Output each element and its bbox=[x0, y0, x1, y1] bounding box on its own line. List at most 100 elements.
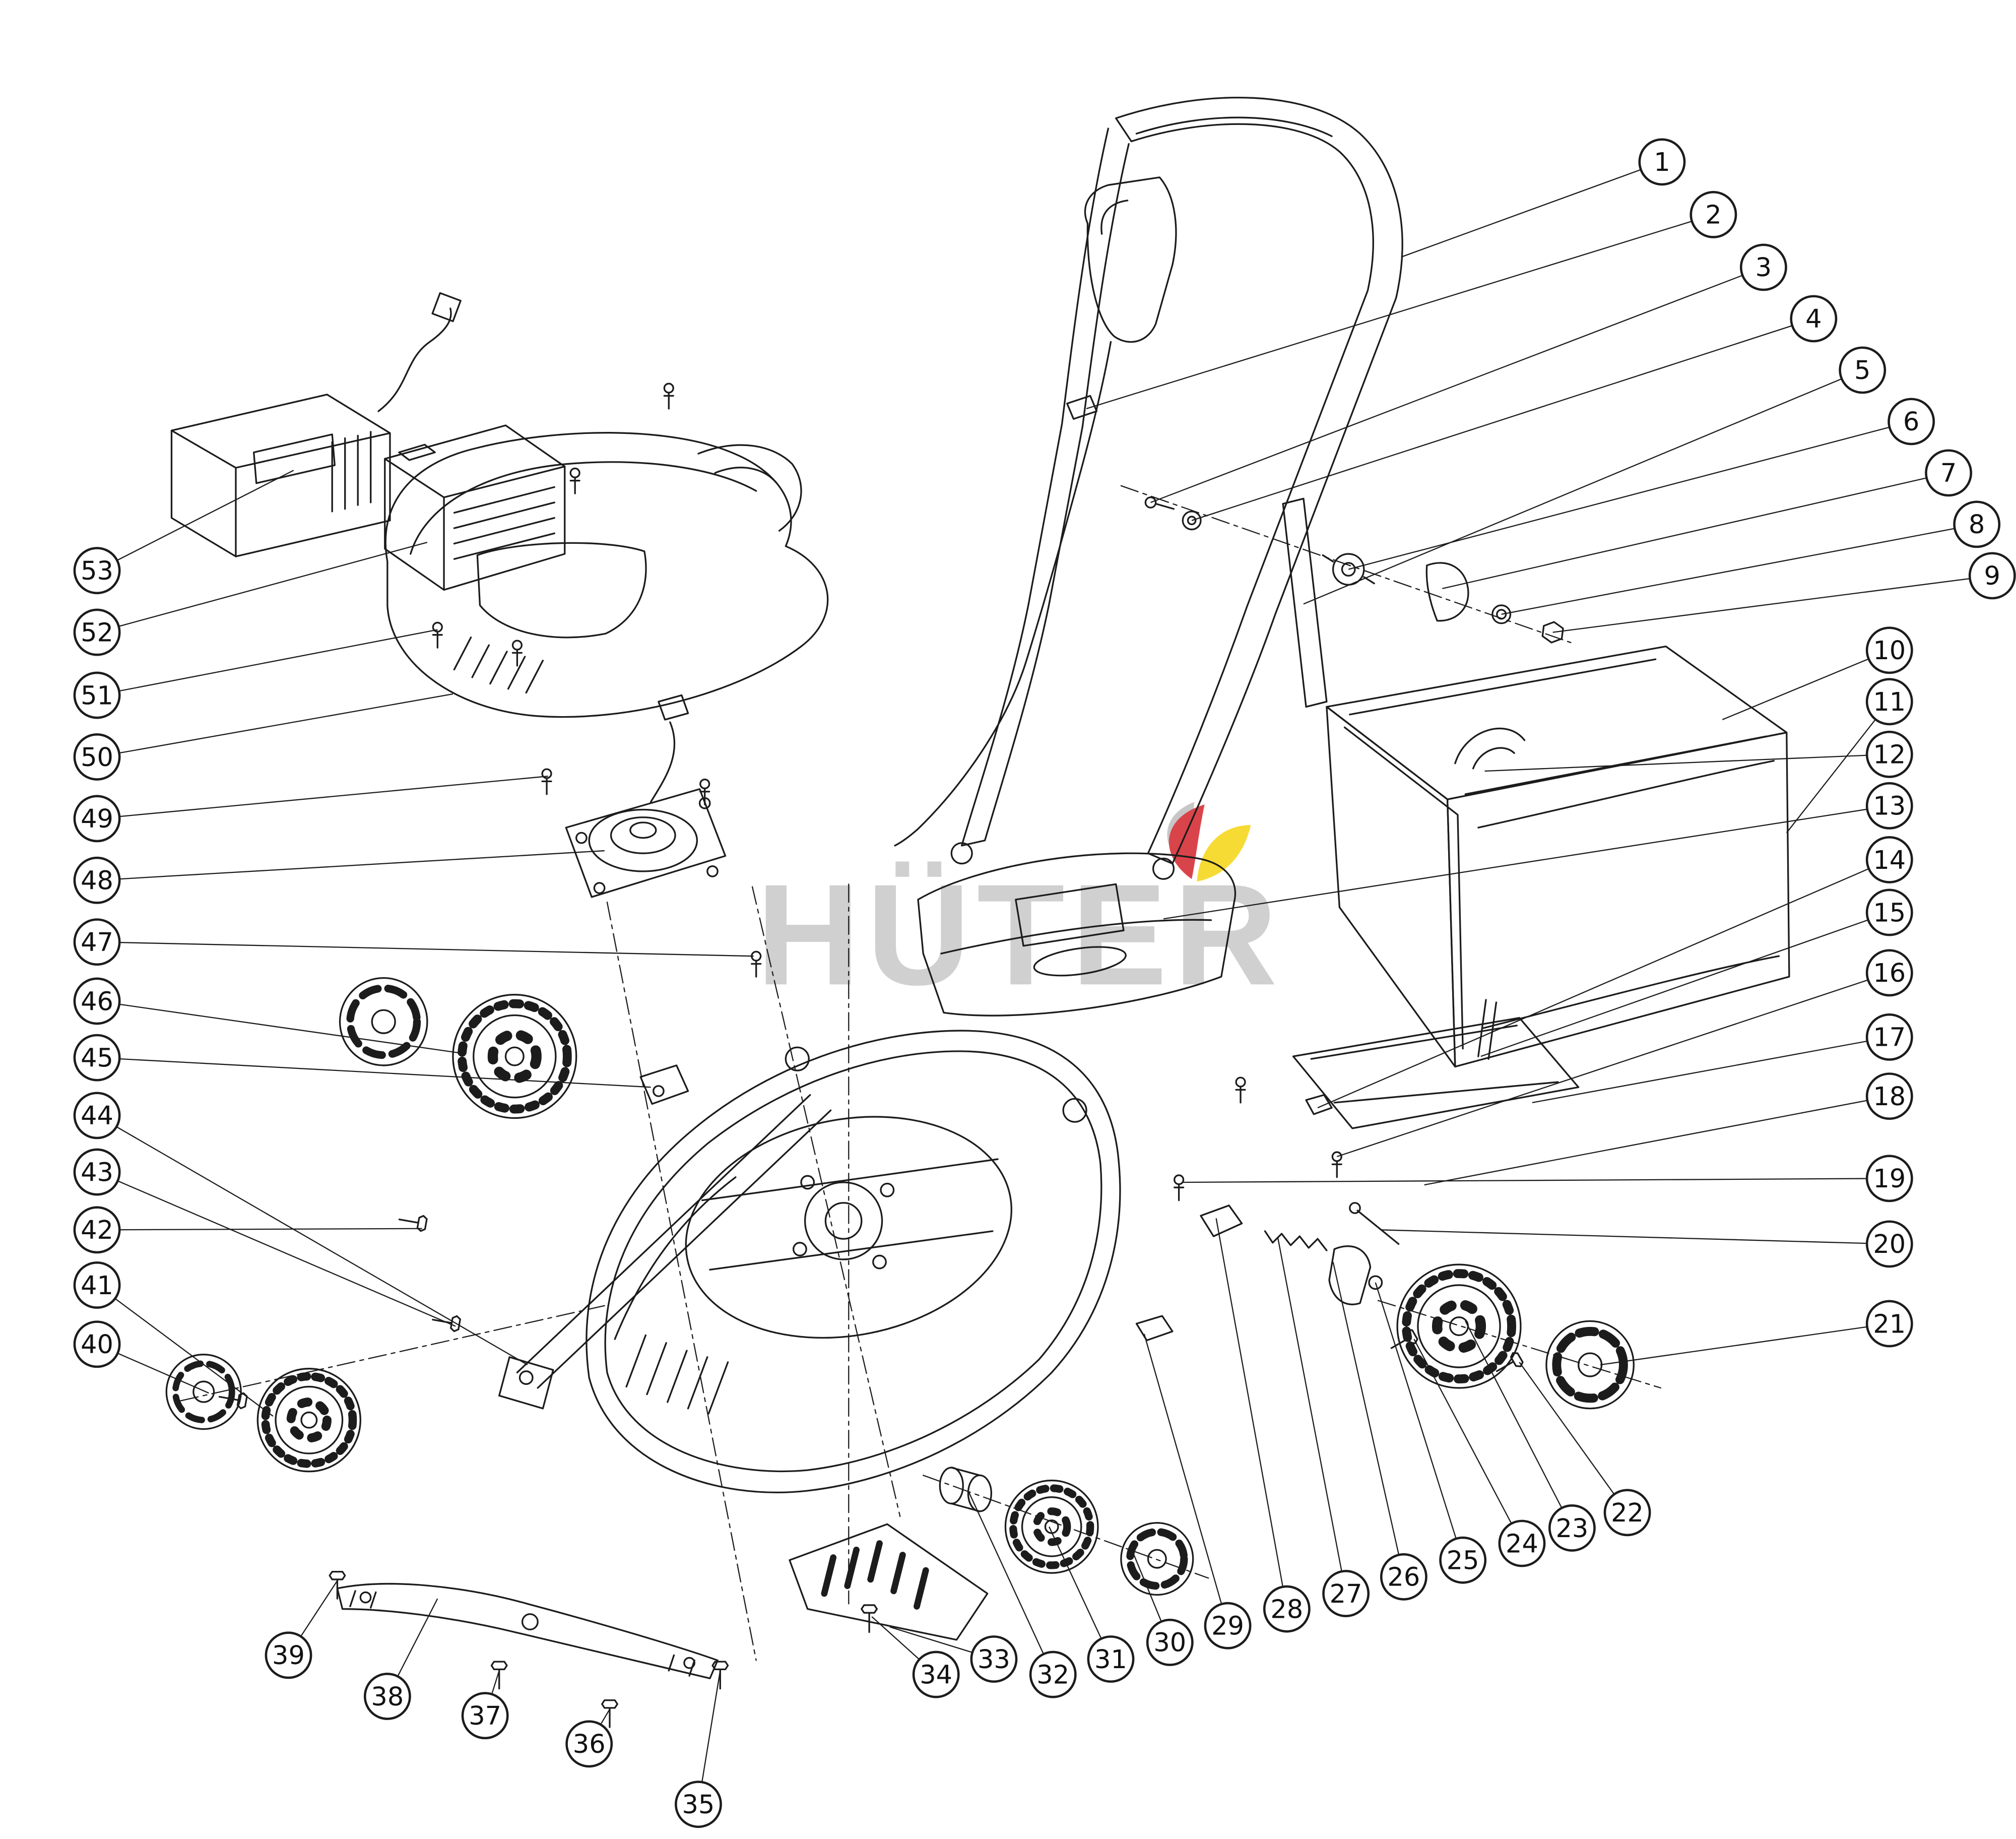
callout-balloon bbox=[1865, 1013, 1913, 1061]
leader-line-41 bbox=[96, 1285, 274, 1417]
callout-number: 53 bbox=[81, 556, 113, 586]
leader-line-10 bbox=[1722, 650, 1890, 721]
callout-51: 51 bbox=[73, 671, 121, 719]
leader-line-2 bbox=[1086, 214, 1714, 409]
leader-line-4 bbox=[1191, 318, 1814, 521]
callout-31: 31 bbox=[1087, 1635, 1135, 1683]
hub-wheel-bottom bbox=[1120, 1522, 1194, 1596]
callout-balloon bbox=[73, 1261, 121, 1309]
callout-balloon bbox=[73, 1320, 121, 1368]
blade-clutch bbox=[565, 694, 727, 898]
callout-number: 6 bbox=[1903, 407, 1919, 437]
callout-number: 36 bbox=[573, 1730, 606, 1759]
leader-line-53 bbox=[97, 470, 294, 572]
callout-balloon bbox=[1968, 552, 2016, 600]
callout-18: 18 bbox=[1865, 1072, 1913, 1120]
callout-balloon bbox=[1865, 1220, 1913, 1268]
callout-number: 26 bbox=[1387, 1563, 1420, 1593]
callout-2: 2 bbox=[1689, 191, 1737, 238]
height-adjuster bbox=[1135, 1202, 1400, 1342]
leader-line-8 bbox=[1501, 524, 1977, 615]
leader-line-17 bbox=[1532, 1036, 1890, 1103]
callout-layer: 1234567891011121314151617181920212223242… bbox=[73, 138, 2016, 1828]
callout-balloon bbox=[1380, 1553, 1427, 1601]
callout-balloon bbox=[73, 918, 121, 966]
callout-8: 8 bbox=[1953, 500, 2001, 548]
callout-balloon bbox=[73, 1206, 121, 1254]
callout-40: 40 bbox=[73, 1320, 121, 1368]
callout-balloon bbox=[1689, 191, 1737, 238]
callout-number: 37 bbox=[469, 1701, 501, 1731]
callout-number: 47 bbox=[81, 928, 113, 958]
callout-number: 15 bbox=[1873, 898, 1906, 928]
callout-balloon bbox=[73, 547, 121, 595]
callout-15: 15 bbox=[1865, 889, 1913, 936]
leader-line-52 bbox=[97, 541, 428, 633]
callout-balloon bbox=[1865, 626, 1913, 674]
leader-line-27 bbox=[1277, 1237, 1347, 1594]
callout-number: 34 bbox=[920, 1660, 952, 1690]
callout-number: 32 bbox=[1036, 1660, 1069, 1690]
callout-24: 24 bbox=[1498, 1519, 1546, 1567]
callout-balloon bbox=[73, 856, 121, 904]
callout-balloon bbox=[970, 1635, 1018, 1683]
callout-13: 13 bbox=[1865, 782, 1913, 830]
grass-bag bbox=[1326, 645, 1790, 1068]
leader-line-43 bbox=[97, 1171, 456, 1327]
leader-line-7 bbox=[1442, 472, 1949, 590]
callout-balloon bbox=[1865, 1072, 1913, 1120]
callout-28: 28 bbox=[1263, 1585, 1311, 1633]
callout-number: 19 bbox=[1873, 1164, 1906, 1194]
leader-line-47 bbox=[97, 941, 754, 957]
callout-27: 27 bbox=[1322, 1570, 1370, 1617]
callout-number: 5 bbox=[1854, 356, 1870, 386]
callout-33: 33 bbox=[970, 1635, 1018, 1683]
callout-number: 42 bbox=[81, 1216, 113, 1245]
leader-line-5 bbox=[1303, 369, 1863, 605]
wheel-left-front bbox=[256, 1368, 361, 1473]
battery-charger bbox=[170, 292, 462, 557]
callout-number: 46 bbox=[81, 987, 113, 1017]
callout-number: 10 bbox=[1873, 636, 1906, 666]
leader-line-44 bbox=[96, 1115, 528, 1366]
callout-balloon bbox=[1865, 1155, 1913, 1202]
callout-number: 28 bbox=[1270, 1595, 1303, 1624]
callout-balloon bbox=[1548, 1504, 1596, 1552]
callout-29: 29 bbox=[1204, 1602, 1252, 1650]
leader-line-12 bbox=[1484, 753, 1890, 772]
callout-26: 26 bbox=[1380, 1553, 1427, 1601]
callout-number: 43 bbox=[81, 1158, 113, 1187]
watermark: HÜTER bbox=[756, 802, 1277, 1015]
callout-balloon bbox=[1498, 1519, 1546, 1567]
leader-line-3 bbox=[1150, 267, 1764, 503]
callout-number: 17 bbox=[1873, 1023, 1906, 1053]
motor-cover bbox=[384, 432, 829, 718]
callout-balloon bbox=[73, 671, 121, 719]
line-art bbox=[165, 96, 1790, 1728]
callout-number: 39 bbox=[272, 1641, 305, 1671]
callout-balloon bbox=[1739, 243, 1787, 291]
callout-3: 3 bbox=[1739, 243, 1787, 291]
callout-balloon bbox=[1865, 782, 1913, 830]
hubcap-left-front bbox=[165, 1354, 242, 1430]
callout-20: 20 bbox=[1865, 1220, 1913, 1268]
callout-number: 11 bbox=[1873, 687, 1906, 717]
callout-balloon bbox=[73, 795, 121, 843]
leader-line-14 bbox=[1317, 859, 1890, 1109]
leader-line-46 bbox=[97, 1000, 466, 1055]
leader-line-26 bbox=[1332, 1261, 1405, 1577]
battery-pack bbox=[384, 424, 566, 591]
callout-37: 37 bbox=[461, 1692, 509, 1740]
callout-number: 1 bbox=[1654, 148, 1670, 177]
bag-frame bbox=[1292, 999, 1580, 1129]
leader-line-22 bbox=[1519, 1362, 1628, 1513]
callout-balloon bbox=[363, 1673, 411, 1720]
callout-number: 25 bbox=[1447, 1546, 1479, 1576]
leader-line-42 bbox=[97, 1228, 422, 1231]
callout-number: 12 bbox=[1873, 740, 1906, 770]
callout-balloon bbox=[1888, 398, 1935, 446]
logo-flame-red-icon bbox=[1168, 804, 1205, 879]
callout-36: 36 bbox=[565, 1720, 613, 1768]
leader-line-29 bbox=[1143, 1334, 1228, 1626]
callout-balloon bbox=[1029, 1651, 1077, 1698]
